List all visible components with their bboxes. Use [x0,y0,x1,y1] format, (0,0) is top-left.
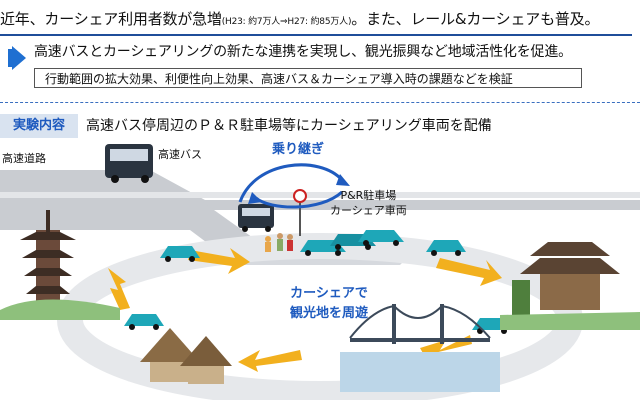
experiment-description: 高速バス停周辺のＰ＆Ｒ駐車場等にカーシェアリング車両を配備 [86,118,492,134]
transfer-arrow-2-head [248,192,262,204]
section-divider [0,102,640,103]
pagoda-landmark-icon [0,210,120,320]
purpose-statement: 高速バスとカーシェアリングの新たな連携を実現し、観光振興など地域活性化を促進。 [34,44,572,60]
headline-part-1: 近年、カーシェア利用者数が急増 [0,10,222,28]
carshare-tour-label-line2: 観光地を周遊 [290,306,369,321]
loop-arrow-1 [188,248,250,274]
bus-label: 高速バス [158,148,202,161]
pointer-arrow-stem [8,49,14,67]
header-divider [0,34,632,36]
headline-small-note: (H23: 約7万人⇒H27: 約85万人) [221,17,352,27]
transfer-arrow-1-head [336,174,350,186]
expressway-label: 高速道路 [2,152,46,165]
suspension-bridge-icon [340,304,500,392]
temple-landmark-icon [500,242,640,330]
loop-arrow-2 [436,258,502,286]
highway-bus-icon [105,144,153,183]
headline: 近年、カーシェア利用者数が急増(H23: 約7万人⇒H27: 約85万人)。また… [0,4,640,34]
verification-box: 行動範囲の拡大効果、利便性向上効果、高速バス＆カーシェア導入時の課題などを検証 [34,68,582,88]
park-and-ride-label-line2: カーシェア車両 [330,204,407,217]
scene-illustration [0,144,640,400]
share-car-roaming-1 [160,246,200,262]
transfer-arrow-1 [238,163,344,203]
expressway-lane [0,192,640,198]
loop-arrow-4 [238,350,302,372]
experiment-badge: 実験内容 [0,114,78,138]
pointer-arrow-icon [12,46,26,70]
headline-part-2: 。また、レール&カーシェアも普及。 [351,10,600,28]
share-car-roaming-2 [426,240,466,256]
carshare-tour-label-line1: カーシェアで [290,286,368,301]
people-icon [265,233,293,252]
expressway-road [0,170,640,230]
transfer-label: 乗り継ぎ [272,142,325,157]
parked-bus-icon [238,204,274,232]
bus-stop-sign-icon [293,189,307,236]
share-car-roaming-4 [124,314,164,330]
park-and-ride-label: P&R駐車場 カーシェア車両 [330,188,407,218]
share-car-parked-3 [358,230,404,246]
park-and-ride-label-line1: P&R駐車場 [340,189,397,202]
thatched-house-icon [140,328,232,384]
carshare-tour-label: カーシェアで 観光地を周遊 [290,284,368,324]
loop-arrow-5 [108,268,130,310]
